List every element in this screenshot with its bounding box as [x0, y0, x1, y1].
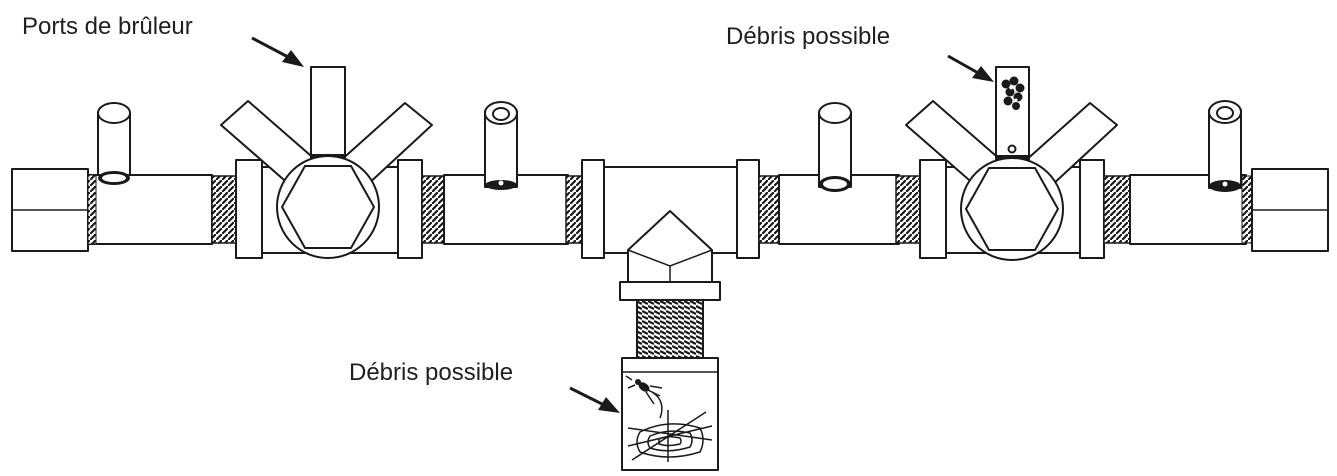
right-end-cap — [1251, 168, 1329, 252]
spider-web-icon — [627, 410, 713, 462]
vertical-threaded-pipe — [636, 299, 704, 359]
pipe-segment-2 — [421, 174, 583, 245]
bottom-debris-box — [621, 357, 719, 471]
port-tube-1 — [97, 102, 131, 185]
port-tube-2 — [484, 101, 518, 190]
arrow-burner-ports — [251, 36, 304, 67]
port-tube-4 — [1208, 100, 1242, 192]
left-end-cap — [11, 168, 89, 252]
label-burner-ports: Ports de brûleur — [22, 13, 193, 40]
arrow-debris-top — [947, 54, 994, 82]
pipe-segment-1 — [87, 174, 239, 245]
left-hex-fitting — [220, 66, 433, 259]
right-hex-fitting — [905, 66, 1118, 261]
spider-icon — [625, 375, 663, 419]
debris-blob-icon — [1001, 76, 1025, 110]
port-tube-3 — [818, 102, 852, 192]
arrow-debris-bottom — [569, 386, 620, 413]
label-debris-bottom: Débris possible — [349, 359, 513, 386]
label-debris-top: Débris possible — [726, 23, 890, 50]
center-tee — [581, 159, 760, 301]
